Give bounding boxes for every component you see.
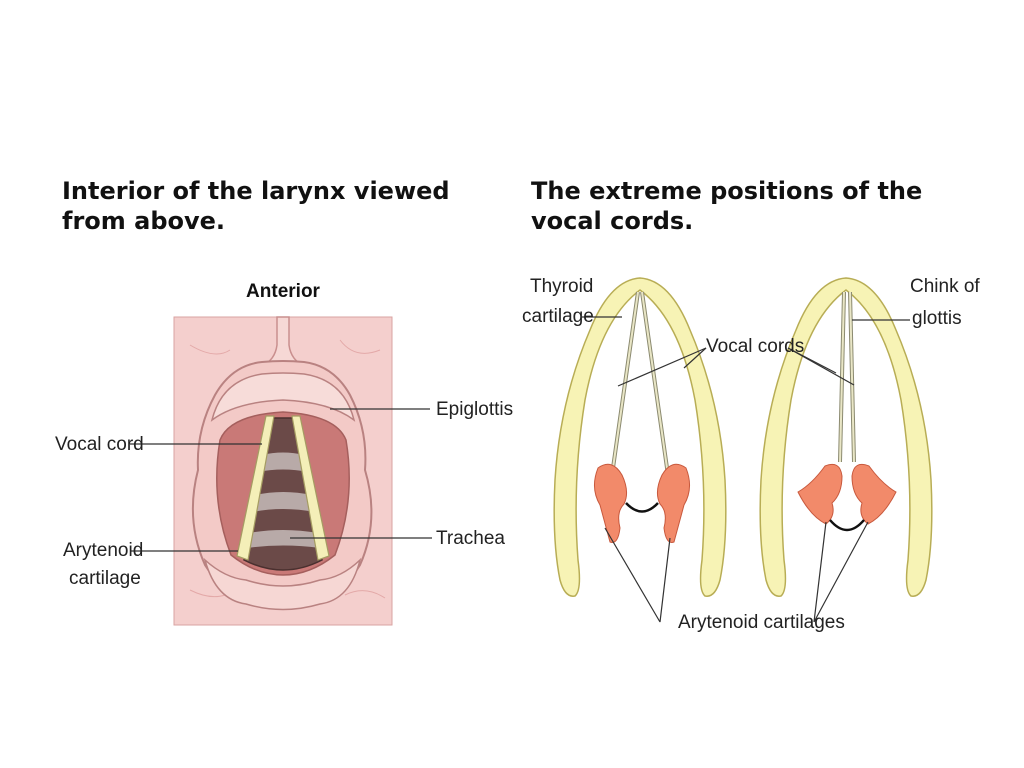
- right-caption-line-2: vocal cords.: [531, 207, 694, 235]
- label-vocal-cord: Vocal cord: [55, 434, 144, 455]
- arytenoid-right-abducted: [656, 463, 690, 543]
- label-arytenoid-line-2: cartilage: [69, 568, 141, 589]
- label-chink-line-1: Chink of: [910, 276, 980, 297]
- label-epiglottis: Epiglottis: [436, 399, 513, 420]
- label-vocal-cords: Vocal cords: [706, 336, 804, 357]
- vocal-cord-left: [236, 415, 275, 561]
- epiglottis: [210, 372, 356, 422]
- arytenoid-right-adducted: [851, 463, 897, 525]
- arytenoid-left-adducted: [797, 463, 843, 525]
- vocal-cords-abducted: [610, 291, 670, 476]
- label-thyroid-line-1: Thyroid: [530, 276, 593, 297]
- vocal-cord-positions-illustration: Thyroid cartilage Vocal cords Chink of g…: [522, 276, 980, 633]
- thyroid-cartilage-adducted: [759, 277, 933, 597]
- anterior-heading: Anterior: [246, 281, 321, 302]
- label-thyroid-line-2: cartilage: [522, 306, 594, 327]
- left-figure-caption: Interior of the larynx viewed from above…: [62, 176, 482, 236]
- left-caption-line-1: Interior of the larynx viewed: [62, 177, 450, 205]
- label-arytenoid-line-1: Arytenoid: [63, 540, 143, 561]
- larynx-top-view-illustration: Anterior Epiglottis Vocal cord Trachea: [55, 281, 513, 626]
- arytenoid-left-abducted: [594, 463, 628, 543]
- label-trachea: Trachea: [436, 528, 505, 549]
- right-figure-caption: The extreme positions of the vocal cords…: [531, 176, 971, 236]
- thyroid-cartilage-abducted: [553, 277, 727, 597]
- left-caption-line-2: from above.: [62, 207, 226, 235]
- label-chink-line-2: glottis: [912, 308, 962, 329]
- label-arytenoid-cartilages: Arytenoid cartilages: [678, 612, 845, 633]
- vocal-cord-right: [291, 415, 330, 561]
- right-caption-line-1: The extreme positions of the: [531, 177, 923, 205]
- arytenoid-region: [203, 557, 362, 611]
